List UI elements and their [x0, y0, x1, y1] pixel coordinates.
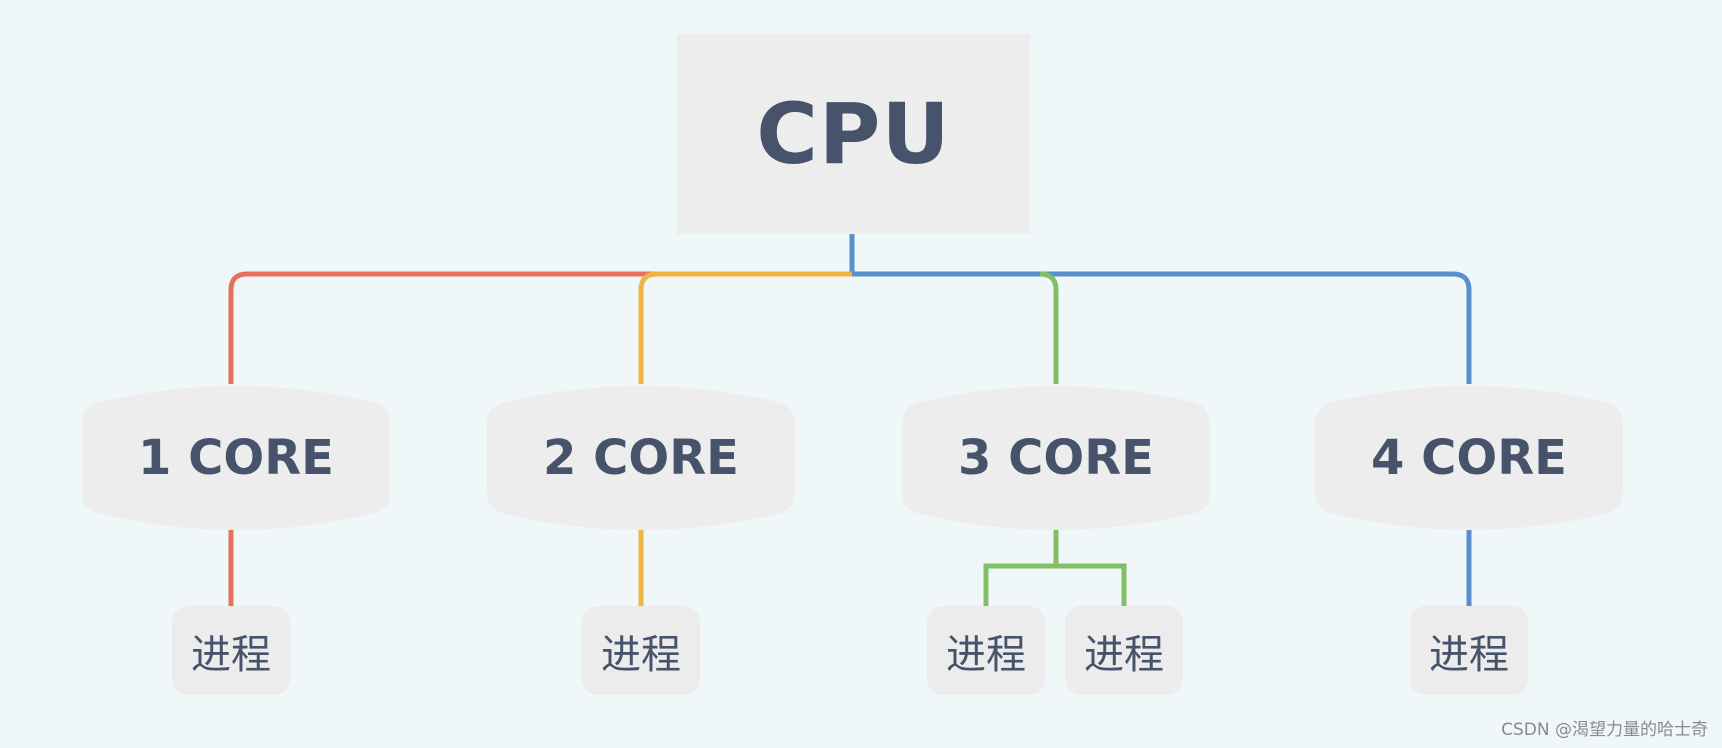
core-3-connector: [1039, 271, 1059, 384]
core-4-shape: [1315, 386, 1623, 530]
watermark: CSDN @渴望力量的哈士奇: [1501, 720, 1708, 740]
process-node-core-3-b: 进程: [1065, 606, 1183, 695]
process-node-core-1: 进程: [172, 606, 290, 695]
process-node-core-4: 进程: [1410, 606, 1528, 695]
core-node-2: 2 CORE: [487, 384, 795, 532]
core-node-3: 3 CORE: [902, 384, 1210, 532]
core-4-connector: [852, 271, 1472, 384]
core-node-1: 1 CORE: [82, 384, 390, 532]
core-4-label: 4 CORE: [1371, 430, 1567, 486]
cpu-label: CPU: [756, 85, 951, 183]
core-1-label: 1 CORE: [138, 430, 334, 486]
core-1-connector: [228, 271, 852, 384]
cpu-node: CPU: [677, 34, 1030, 234]
core-2-connector: [638, 271, 852, 384]
process-node-core-3-a: 进程: [927, 606, 1045, 695]
core-2-shape: [487, 386, 795, 530]
core-3-label: 3 CORE: [958, 430, 1154, 486]
core-2-label: 2 CORE: [543, 430, 739, 486]
core-1-shape: [82, 386, 390, 530]
core-3-process-branch: [983, 530, 1127, 606]
process-node-core-2: 进程: [582, 606, 700, 695]
core-node-4: 4 CORE: [1315, 384, 1623, 532]
core-3-shape: [902, 386, 1210, 530]
